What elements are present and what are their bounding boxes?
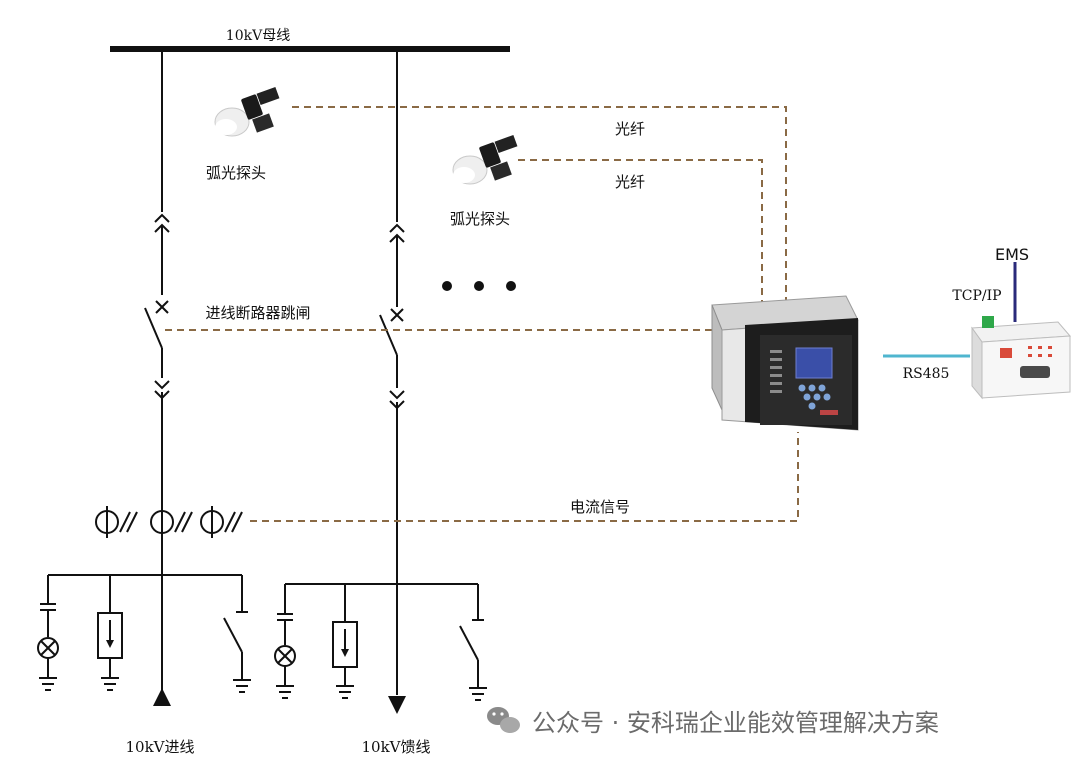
tcp-ip-label: TCP/IP — [952, 288, 1001, 304]
fiber-label-2: 光纤 — [615, 173, 645, 191]
breaker-trip-label: 进线断路器跳闸 — [205, 304, 310, 322]
more-probes-dots — [442, 281, 516, 291]
fiber-line-2 — [518, 159, 763, 305]
wechat-icon — [487, 707, 520, 733]
incoming-branch — [37, 574, 251, 693]
feeder-label: 10kV馈线 — [361, 738, 430, 756]
signal-lines — [165, 106, 799, 522]
watermark: 公众号 · 安科瑞企业能效管理解决方案 — [532, 709, 939, 737]
communication-gateway — [971, 316, 1072, 400]
busbar — [110, 46, 510, 52]
arc-protection-device — [711, 295, 859, 431]
arc-light-probe-icon — [452, 134, 518, 185]
current-signal-label: 电流信号 — [570, 498, 630, 516]
current-signal-line — [250, 432, 799, 522]
arc-probe-2-label: 弧光探头 — [450, 210, 510, 228]
ems-label: EMS — [995, 245, 1029, 264]
incoming-label: 10kV进线 — [125, 738, 194, 756]
feeder-arrow — [388, 696, 406, 714]
arc-light-probe-icon — [214, 86, 280, 137]
feeder-branch — [274, 583, 487, 701]
rs485-label: RS485 — [903, 366, 950, 382]
arc-probe-1-label: 弧光探头 — [206, 164, 266, 182]
fiber-label-1: 光纤 — [615, 120, 645, 138]
busbar-label: 10kV母线 — [226, 28, 290, 44]
feeder-line — [379, 52, 405, 695]
incoming-line — [144, 52, 170, 690]
incoming-arrow — [153, 688, 171, 706]
fiber-line-1 — [292, 106, 787, 305]
current-transformer-icon — [95, 506, 243, 538]
